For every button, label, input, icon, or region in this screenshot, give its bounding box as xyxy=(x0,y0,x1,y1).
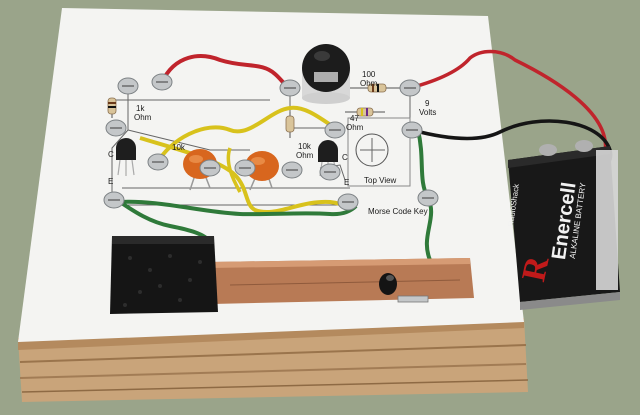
label-r3-unit: Ohm xyxy=(360,79,378,88)
foam-pad xyxy=(110,236,218,314)
label-supply-unit: Volts xyxy=(419,108,437,117)
label-r3-value: 100 xyxy=(362,70,376,79)
label-r2-value: 10k xyxy=(298,142,311,151)
yellow-wire xyxy=(156,105,337,164)
label-morse-key: Morse Code Key xyxy=(368,207,428,216)
morse-key-strip xyxy=(210,258,474,304)
resistor-10k xyxy=(285,112,295,138)
label-supply-value: 9 xyxy=(425,99,430,108)
label-r1-value: 1k xyxy=(136,104,145,113)
label-pin-c: C xyxy=(342,153,348,162)
label-pin-e-right: E xyxy=(344,178,350,187)
capacitor-right xyxy=(245,151,279,191)
transistor-left xyxy=(116,138,136,176)
label-r2-unit: Ohm xyxy=(296,151,314,160)
battery-9v: R xyxy=(508,140,620,310)
key-contact xyxy=(379,273,429,303)
label-r4-value: 47 xyxy=(350,114,359,123)
resistor-47 xyxy=(345,107,385,117)
label-r1-unit: Ohm xyxy=(134,113,152,122)
label-r4-unit: Ohm xyxy=(346,123,364,132)
resistor-1k xyxy=(107,97,117,118)
label-pin-e-left: E xyxy=(108,177,114,186)
green-wire xyxy=(119,199,358,217)
label-pin-c-left: C xyxy=(108,150,114,159)
label-c1-value: 10k xyxy=(172,143,185,152)
label-top-view: Top View xyxy=(364,176,397,185)
speaker-buzzer xyxy=(302,44,350,104)
resistor-100 xyxy=(350,83,400,93)
